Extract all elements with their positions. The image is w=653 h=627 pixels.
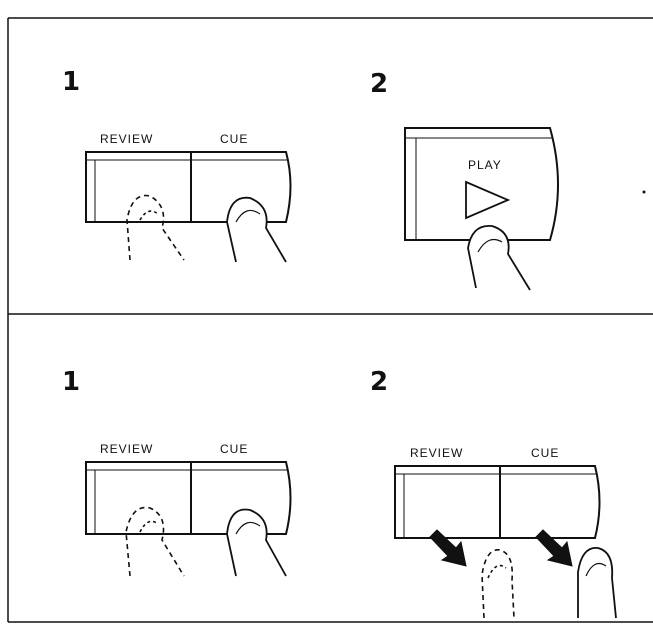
cue-button-label: CUE bbox=[531, 446, 559, 460]
review-button-label: REVIEW bbox=[100, 442, 153, 456]
top-step1: 1 REVIEW CUE bbox=[62, 67, 291, 262]
finger-released-review-dashed bbox=[482, 550, 514, 618]
step-number: 2 bbox=[370, 69, 388, 99]
review-button bbox=[86, 152, 191, 222]
top-step2: 2 PLAY bbox=[370, 69, 646, 290]
review-button-label: REVIEW bbox=[100, 132, 153, 146]
cue-button-label: CUE bbox=[220, 132, 248, 146]
review-button bbox=[395, 466, 500, 538]
cue-button-label: CUE bbox=[220, 442, 248, 456]
step-number: 2 bbox=[370, 367, 388, 397]
finger-released-cue bbox=[578, 548, 616, 618]
review-button-label: REVIEW bbox=[410, 446, 463, 460]
review-button bbox=[86, 462, 191, 534]
step-number: 1 bbox=[62, 367, 80, 397]
play-button-label: PLAY bbox=[468, 158, 502, 172]
cue-button bbox=[500, 466, 600, 538]
bottom-step1: 1 REVIEW CUE bbox=[62, 367, 291, 576]
bottom-step2: 2 REVIEW CUE bbox=[370, 367, 616, 618]
step-number: 1 bbox=[62, 67, 80, 97]
play-button bbox=[405, 128, 558, 240]
bottom-panel: 1 REVIEW CUE 2 REVIEW bbox=[62, 367, 616, 618]
top-panel: 1 REVIEW CUE 2 bbox=[62, 67, 646, 290]
